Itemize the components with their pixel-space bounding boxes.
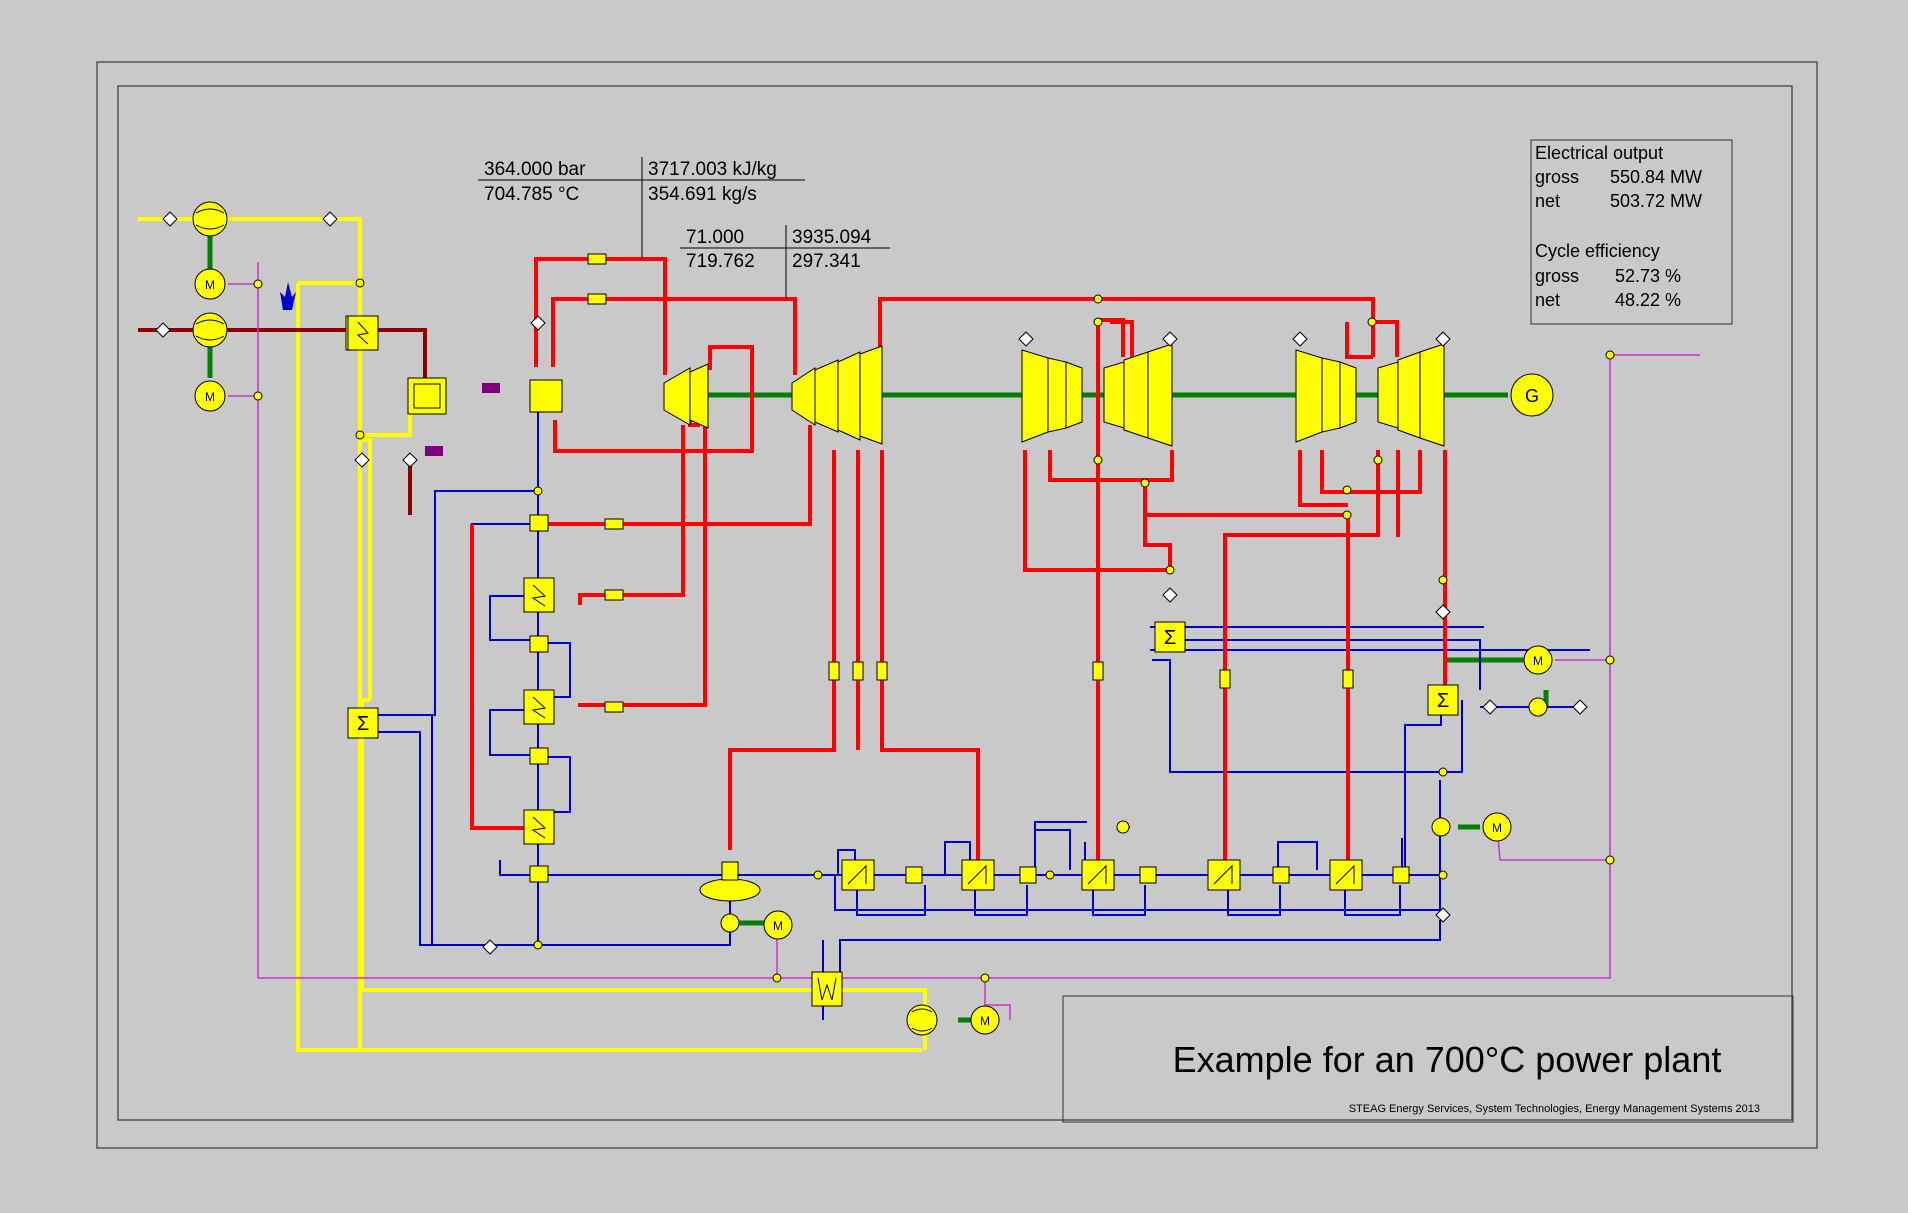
- condenser-summer-2[interactable]: Σ: [1427, 684, 1459, 716]
- boiler-furnace[interactable]: [407, 377, 447, 415]
- motor-aux-pump[interactable]: M: [1523, 645, 1553, 675]
- generator-label: G: [1525, 386, 1539, 406]
- reheat-temperature: 719.762: [686, 251, 755, 272]
- flame-icon: [280, 282, 296, 310]
- valves[interactable]: [155, 211, 1588, 955]
- caption-title: Example for an 700°C power plant: [1173, 1039, 1722, 1080]
- fd-fan[interactable]: [192, 201, 228, 237]
- id-fan[interactable]: [192, 312, 228, 348]
- live-steam-temperature: 704.785 °C: [484, 184, 579, 205]
- junction-nodes: [253, 278, 1615, 983]
- flue-gas-summer[interactable]: Σ: [347, 707, 379, 739]
- water-lines: [362, 410, 1590, 1020]
- ip-turbine[interactable]: [791, 345, 883, 445]
- eff-net-label: net: [1535, 290, 1560, 310]
- caption-credit: STEAG Energy Services, System Technologi…: [1349, 1103, 1760, 1115]
- aux-pump[interactable]: [1528, 697, 1548, 717]
- cooling-water-pump[interactable]: [906, 1004, 938, 1036]
- eff-gross-value: 52.73 %: [1615, 266, 1681, 286]
- boiler-heat-exchangers[interactable]: [523, 514, 555, 883]
- reheat-enthalpy: 3935.094: [792, 227, 872, 248]
- live-steam-flow: 354.691 kg/s: [648, 184, 757, 205]
- eff-gross-label: gross: [1535, 266, 1579, 286]
- sigma-symbol: Σ: [1164, 627, 1176, 649]
- hp-turbine[interactable]: [663, 363, 709, 429]
- feed-pump[interactable]: [720, 913, 740, 933]
- motor-cond-pump[interactable]: M: [970, 1005, 1000, 1035]
- motor-feed-pump[interactable]: M: [763, 910, 793, 940]
- gross-output-value: 550.84 MW: [1610, 167, 1702, 187]
- motor-label: M: [1533, 654, 1543, 668]
- feedwater-heaters[interactable]: [841, 859, 1410, 891]
- sigma-symbol: Σ: [357, 713, 369, 735]
- superheater-final[interactable]: [529, 379, 563, 413]
- net-output-value: 503.72 MW: [1610, 191, 1702, 211]
- live-steam-pressure: 364.000 bar: [484, 159, 586, 180]
- outer-frame: [96, 61, 1818, 1149]
- lp-turbine-2[interactable]: [1295, 343, 1445, 447]
- caption-box: Example for an 700°C power plant STEAG E…: [1062, 995, 1794, 1123]
- reheat-table: 71.000 3935.094 719.762 297.341: [680, 225, 890, 299]
- live-steam-enthalpy: 3717.003 kJ/kg: [648, 159, 777, 180]
- air-lines: [138, 217, 927, 1052]
- reheat-pressure: 71.000: [686, 227, 744, 248]
- sigma-symbol: Σ: [1437, 690, 1449, 712]
- motor-fd-fan[interactable]: M: [194, 268, 226, 300]
- motor-id-fan[interactable]: M: [194, 380, 226, 412]
- eff-net-value: 48.22 %: [1615, 290, 1681, 310]
- cycle-efficiency-label: Cycle efficiency: [1535, 241, 1660, 261]
- coal-mill[interactable]: [425, 383, 500, 456]
- flow-meters: [587, 253, 1354, 713]
- condenser-summer-1[interactable]: Σ: [1154, 621, 1186, 653]
- motor-label: M: [980, 1014, 990, 1028]
- electrical-output-label: Electrical output: [1535, 143, 1663, 163]
- net-label: net: [1535, 191, 1560, 211]
- air-heater-left[interactable]: [347, 315, 379, 351]
- flue-gas-lines: [138, 328, 427, 515]
- lp-turbine-1[interactable]: [1021, 343, 1173, 447]
- motor-label: M: [205, 390, 215, 404]
- condenser[interactable]: [811, 971, 843, 1007]
- gross-label: gross: [1535, 167, 1579, 187]
- steam-lines: [470, 257, 1447, 870]
- feedwater-heater-marks: [847, 864, 1355, 885]
- reheat-flow: 297.341: [792, 251, 861, 272]
- motor-label: M: [773, 919, 783, 933]
- motor-cw-pump[interactable]: M: [1482, 812, 1512, 842]
- deaerator[interactable]: [699, 861, 761, 902]
- cw-pump-2[interactable]: [1431, 817, 1451, 837]
- heat-exchanger-marks: [531, 584, 547, 839]
- live-steam-table: 364.000 bar 3717.003 kJ/kg 704.785 °C 35…: [478, 157, 805, 259]
- summary-box: Electrical output gross 550.84 MW net 50…: [1530, 139, 1733, 325]
- motor-label: M: [205, 278, 215, 292]
- inner-frame: [117, 85, 1793, 1121]
- motor-label: M: [1492, 821, 1502, 835]
- generator[interactable]: G: [1510, 373, 1554, 417]
